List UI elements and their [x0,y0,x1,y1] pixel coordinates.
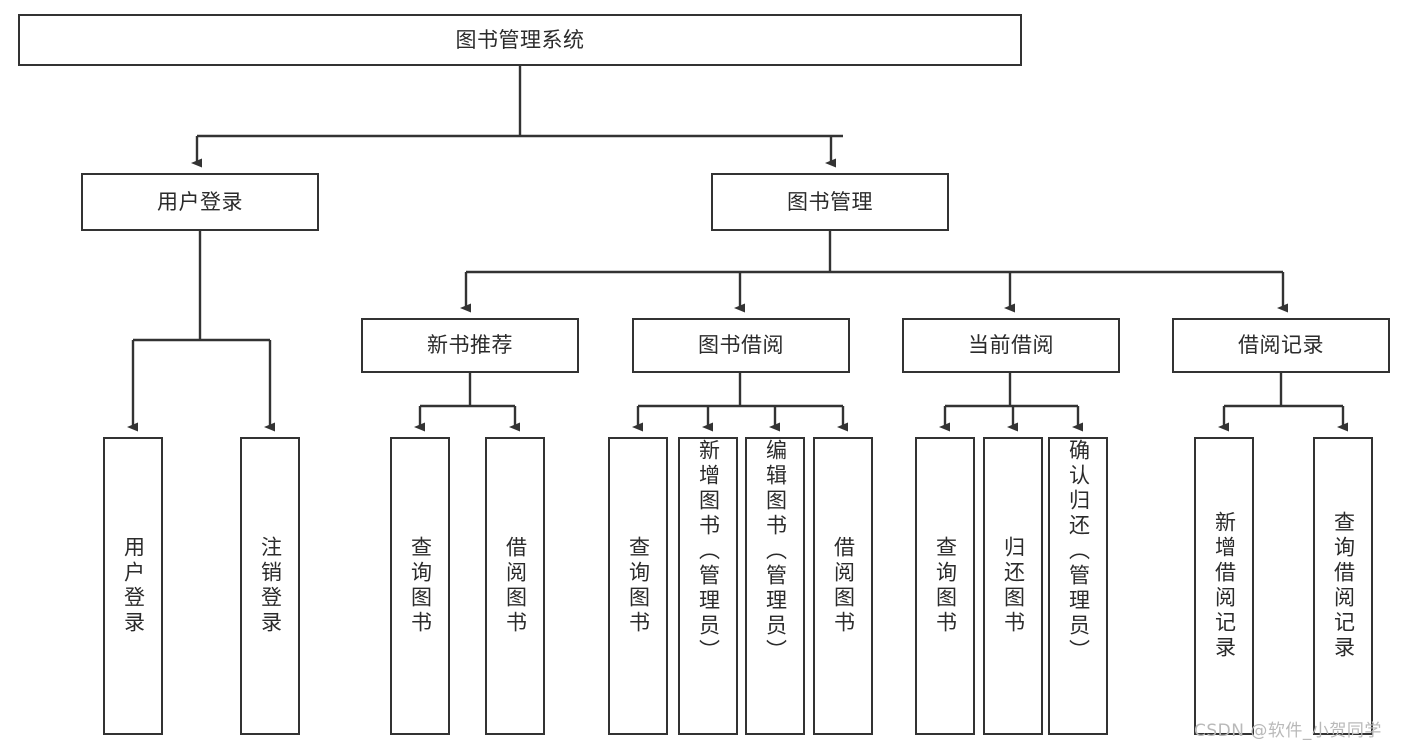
node-leaf-confirm-return[interactable]: 确认归还（管理员） [1048,437,1108,735]
node-new-book-recommend[interactable]: 新书推荐 [361,318,579,373]
node-leaf-add-record-label: 新增借阅记录 [1212,511,1237,661]
node-book-borrow[interactable]: 图书借阅 [632,318,850,373]
node-leaf-return-book-label: 归还图书 [1001,536,1026,636]
csdn-watermark: CSDN @软件_小贺同学 [1194,721,1382,741]
node-leaf-user-logout-label: 注销登录 [258,536,283,636]
node-book-manage[interactable]: 图书管理 [711,173,949,231]
node-current-borrow-label: 当前借阅 [968,333,1054,357]
node-root[interactable]: 图书管理系统 [18,14,1022,66]
node-leaf-query-book-cur-label: 查询图书 [933,536,958,636]
node-leaf-borrow-book-rec-label: 借阅图书 [503,536,528,636]
node-leaf-add-book[interactable]: 新增图书（管理员） [678,437,738,735]
node-leaf-query-book-cur[interactable]: 查询图书 [915,437,975,735]
node-leaf-edit-book-label: 编辑图书（管理员） [763,439,788,664]
node-leaf-query-record-label: 查询借阅记录 [1331,511,1356,661]
node-leaf-confirm-return-label: 确认归还（管理员） [1066,439,1091,664]
node-book-manage-label: 图书管理 [787,189,873,214]
node-leaf-add-book-label: 新增图书（管理员） [696,439,721,664]
node-borrow-record[interactable]: 借阅记录 [1172,318,1390,373]
node-leaf-user-logout[interactable]: 注销登录 [240,437,300,735]
node-leaf-query-book-borrow-label: 查询图书 [626,536,651,636]
node-current-borrow[interactable]: 当前借阅 [902,318,1120,373]
node-leaf-borrow-book[interactable]: 借阅图书 [813,437,873,735]
node-user-login-label: 用户登录 [157,189,243,214]
node-borrow-record-label: 借阅记录 [1238,333,1324,357]
node-leaf-user-login-label: 用户登录 [121,536,146,636]
node-root-label: 图书管理系统 [455,27,585,52]
node-new-book-recommend-label: 新书推荐 [427,333,513,357]
node-leaf-borrow-book-rec[interactable]: 借阅图书 [485,437,545,735]
node-leaf-edit-book[interactable]: 编辑图书（管理员） [745,437,805,735]
node-leaf-return-book[interactable]: 归还图书 [983,437,1043,735]
node-leaf-query-book-rec[interactable]: 查询图书 [390,437,450,735]
node-leaf-user-login[interactable]: 用户登录 [103,437,163,735]
node-leaf-query-record[interactable]: 查询借阅记录 [1313,437,1373,735]
node-user-login[interactable]: 用户登录 [81,173,319,231]
node-book-borrow-label: 图书借阅 [698,333,784,357]
node-leaf-borrow-book-label: 借阅图书 [831,536,856,636]
node-leaf-query-book-borrow[interactable]: 查询图书 [608,437,668,735]
node-leaf-query-book-rec-label: 查询图书 [408,536,433,636]
node-leaf-add-record[interactable]: 新增借阅记录 [1194,437,1254,735]
